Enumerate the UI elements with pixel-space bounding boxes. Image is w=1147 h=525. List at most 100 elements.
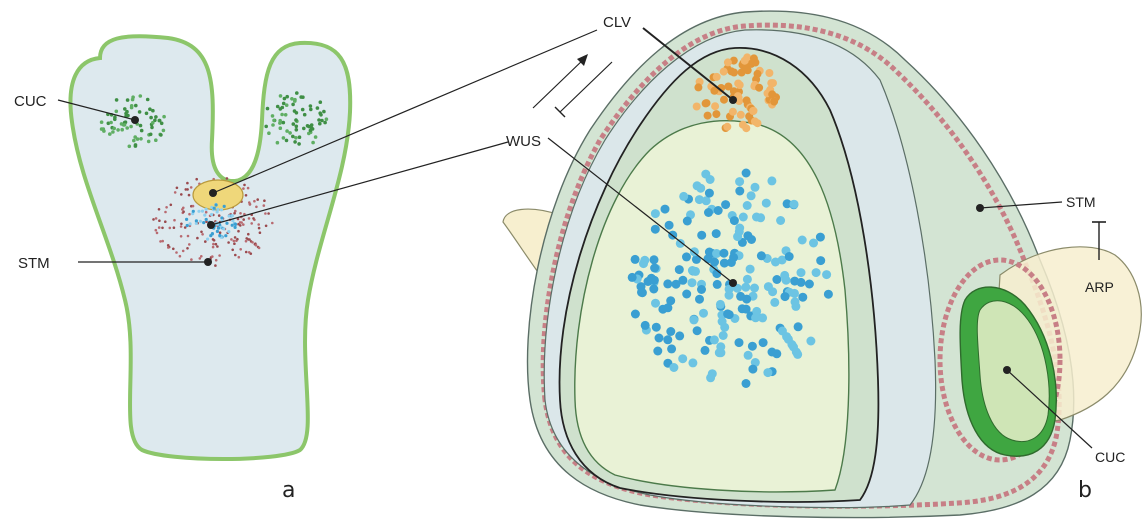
cell-dot — [759, 338, 768, 347]
label-arp: ARP — [1085, 279, 1114, 295]
cell-dot — [257, 223, 260, 226]
cell-dot — [735, 224, 744, 233]
cell-dot — [109, 121, 113, 125]
cell-dot — [298, 135, 302, 139]
cell-dot — [323, 121, 327, 125]
cell-dot — [249, 203, 252, 206]
cell-dot — [170, 204, 173, 207]
cell-dot — [233, 240, 236, 243]
cell-dot — [188, 243, 191, 246]
cell-dot — [730, 216, 739, 225]
cell-dot — [755, 84, 763, 92]
cell-dot — [188, 213, 191, 216]
cell-dot — [735, 177, 744, 186]
cell-dot — [129, 125, 133, 129]
cell-dot — [239, 224, 242, 227]
cell-dot — [746, 265, 755, 274]
cell-dot — [146, 98, 150, 102]
cell-dot — [285, 129, 289, 133]
cell-dot — [164, 211, 167, 214]
cell-dot — [768, 287, 777, 296]
cell-dot — [125, 126, 129, 130]
cell-dot — [115, 110, 119, 114]
cell-dot — [294, 136, 298, 140]
cell-dot — [739, 213, 748, 222]
cell-dot — [111, 130, 115, 134]
cell-dot — [216, 245, 219, 248]
cell-dot — [683, 217, 692, 226]
cell-dot — [134, 104, 138, 108]
cell-dot — [665, 221, 674, 230]
cell-dot — [780, 271, 789, 280]
cell-dot — [288, 131, 292, 135]
cell-dot — [215, 203, 218, 206]
cell-dot — [694, 83, 702, 91]
cell-dot — [772, 275, 781, 284]
cell-dot — [279, 126, 283, 130]
cell-dot — [162, 129, 166, 133]
cell-dot — [266, 107, 270, 111]
cell-dot — [218, 234, 221, 237]
cell-dot — [797, 268, 806, 277]
cell-dot — [281, 106, 285, 110]
cell-dot — [317, 118, 321, 122]
cell-dot — [631, 255, 640, 264]
cell-dot — [316, 106, 320, 110]
cell-dot — [285, 95, 289, 99]
cell-dot — [199, 257, 202, 260]
cell-dot — [736, 292, 745, 301]
leader-dot-cuc-b — [1003, 366, 1011, 374]
cell-dot — [225, 222, 228, 225]
cell-dot — [205, 211, 208, 214]
cell-dot — [290, 97, 294, 101]
cell-dot — [695, 295, 704, 304]
label-wus: WUS — [506, 133, 541, 150]
cell-dot — [248, 217, 251, 220]
cell-dot — [245, 251, 248, 254]
cell-dot — [199, 220, 202, 223]
cell-dot — [271, 114, 275, 118]
cell-dot — [704, 208, 713, 217]
cell-dot — [713, 73, 721, 81]
cell-dot — [222, 227, 225, 230]
cell-dot — [267, 131, 271, 135]
cell-dot — [790, 200, 799, 209]
cell-dot — [710, 335, 719, 344]
cell-dot — [739, 121, 747, 129]
cell-dot — [161, 227, 164, 230]
cell-dot — [116, 128, 120, 132]
cell-dot — [314, 135, 318, 139]
cell-dot — [688, 278, 697, 287]
cell-dot — [267, 212, 270, 215]
cell-dot — [651, 225, 660, 234]
cell-dot — [280, 113, 284, 117]
cell-dot — [721, 200, 730, 209]
cell-dot — [228, 214, 231, 217]
cell-dot — [239, 248, 242, 251]
cell-dot — [227, 241, 230, 244]
cell-dot — [763, 368, 772, 377]
cell-dot — [155, 217, 158, 220]
cell-dot — [211, 255, 214, 258]
cell-dot — [733, 232, 742, 241]
cell-dot — [824, 290, 833, 299]
cell-dot — [650, 255, 659, 264]
cell-dot — [239, 212, 242, 215]
cell-dot — [258, 227, 261, 230]
cell-dot — [188, 194, 191, 197]
panel-label-b: b — [1078, 478, 1092, 503]
cell-dot — [711, 102, 719, 110]
cell-dot — [139, 137, 143, 141]
cell-dot — [303, 113, 307, 117]
cell-dot — [285, 103, 289, 107]
cell-dot — [682, 290, 691, 299]
cell-dot — [130, 104, 134, 108]
cell-dot — [751, 183, 760, 192]
cell-dot — [299, 95, 303, 99]
cell-dot — [812, 268, 821, 277]
cell-dot — [253, 200, 256, 203]
cell-dot — [185, 218, 188, 221]
cell-dot — [706, 175, 715, 184]
cell-dot — [242, 218, 245, 221]
